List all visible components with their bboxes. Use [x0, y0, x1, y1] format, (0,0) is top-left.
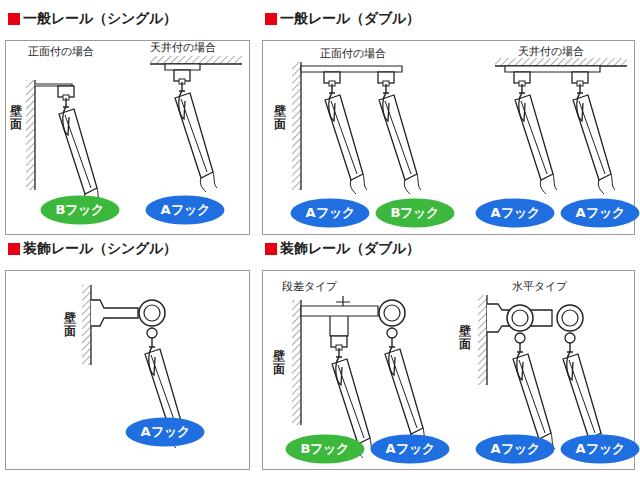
hook-badge: Aフック	[370, 434, 450, 464]
hook-label: Aフック	[575, 204, 624, 222]
panel-title: 一般レール（ダブル）	[280, 10, 420, 28]
hook-label: Aフック	[305, 204, 354, 222]
hook-label: Bフック	[301, 440, 350, 458]
mount-label: 段差タイプ	[282, 279, 337, 294]
wall-label: 壁面	[273, 350, 285, 376]
rail-panel: 装飾レール（ダブル）BフックAフックAフックAフック	[262, 270, 635, 470]
mount-label: 水平タイプ	[512, 279, 567, 294]
hook-label: Aフック	[490, 204, 539, 222]
mount-label: 天井付の場合	[518, 44, 584, 59]
rail-panel: 装飾レール（シングル）Aフック	[5, 270, 250, 470]
panel-title: 装飾レール（ダブル）	[280, 240, 420, 258]
title-marker	[8, 13, 20, 25]
title-marker	[265, 243, 277, 255]
wall-label: 壁面	[459, 325, 471, 351]
hook-badge: Bフック	[40, 195, 120, 225]
hook-label: Aフック	[490, 440, 539, 458]
hook-badge: Aフック	[475, 434, 555, 464]
mount-label: 正面付の場合	[320, 46, 386, 61]
wall-label: 壁面	[64, 312, 76, 338]
mount-label: 正面付の場合	[28, 44, 94, 59]
hook-badge: Aフック	[560, 434, 640, 464]
rail-panel: 一般レール（ダブル）AフックBフックAフックAフック	[262, 40, 635, 235]
hook-label: Bフック	[56, 201, 105, 219]
wall-label: 壁面	[10, 105, 22, 131]
hook-label: Aフック	[385, 440, 434, 458]
hook-badge: Aフック	[290, 198, 370, 228]
wall-label: 壁面	[274, 105, 286, 131]
panel-title: 装飾レール（シングル）	[23, 240, 177, 258]
mount-label: 天井付の場合	[150, 40, 216, 55]
hook-badge: Bフック	[375, 198, 455, 228]
panel-title: 一般レール（シングル）	[23, 10, 177, 28]
rail-panel: 一般レール（シングル）BフックAフック	[5, 40, 250, 235]
title-marker	[265, 13, 277, 25]
title-marker	[8, 243, 20, 255]
hook-badge: Aフック	[560, 198, 640, 228]
hook-label: Aフック	[160, 201, 209, 219]
hook-label: Bフック	[391, 204, 440, 222]
hook-badge: Aフック	[145, 195, 225, 225]
hook-label: Aフック	[140, 423, 189, 441]
hook-badge: Aフック	[475, 198, 555, 228]
hook-badge: Aフック	[125, 417, 205, 447]
hook-label: Aフック	[575, 440, 624, 458]
hook-badge: Bフック	[285, 434, 365, 464]
